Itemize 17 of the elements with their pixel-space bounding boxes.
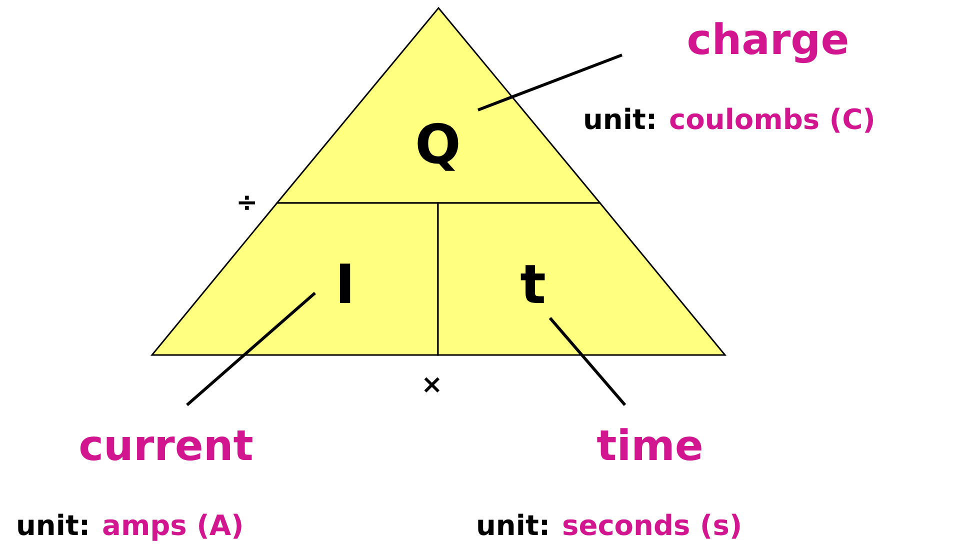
leader-line <box>548 317 626 406</box>
operator-sign: ÷ <box>236 190 258 216</box>
unit-label: unit: <box>583 102 658 137</box>
quantity-name: time <box>596 425 704 467</box>
operator-sign: × <box>421 372 443 398</box>
unit-label: unit: <box>16 508 90 543</box>
leader-line <box>186 292 316 406</box>
unit-value: seconds (s) <box>562 508 742 543</box>
unit-value: amps (A) <box>102 508 244 543</box>
variable-symbol: t <box>520 258 546 312</box>
quantity-name: charge <box>686 19 850 61</box>
unit-value: coulombs (C) <box>669 102 876 137</box>
leader-line <box>477 54 623 112</box>
unit-label: unit: <box>476 508 550 543</box>
variable-symbol: I <box>334 258 356 312</box>
quantity-name: current <box>78 425 254 467</box>
variable-symbol: Q <box>415 118 461 172</box>
